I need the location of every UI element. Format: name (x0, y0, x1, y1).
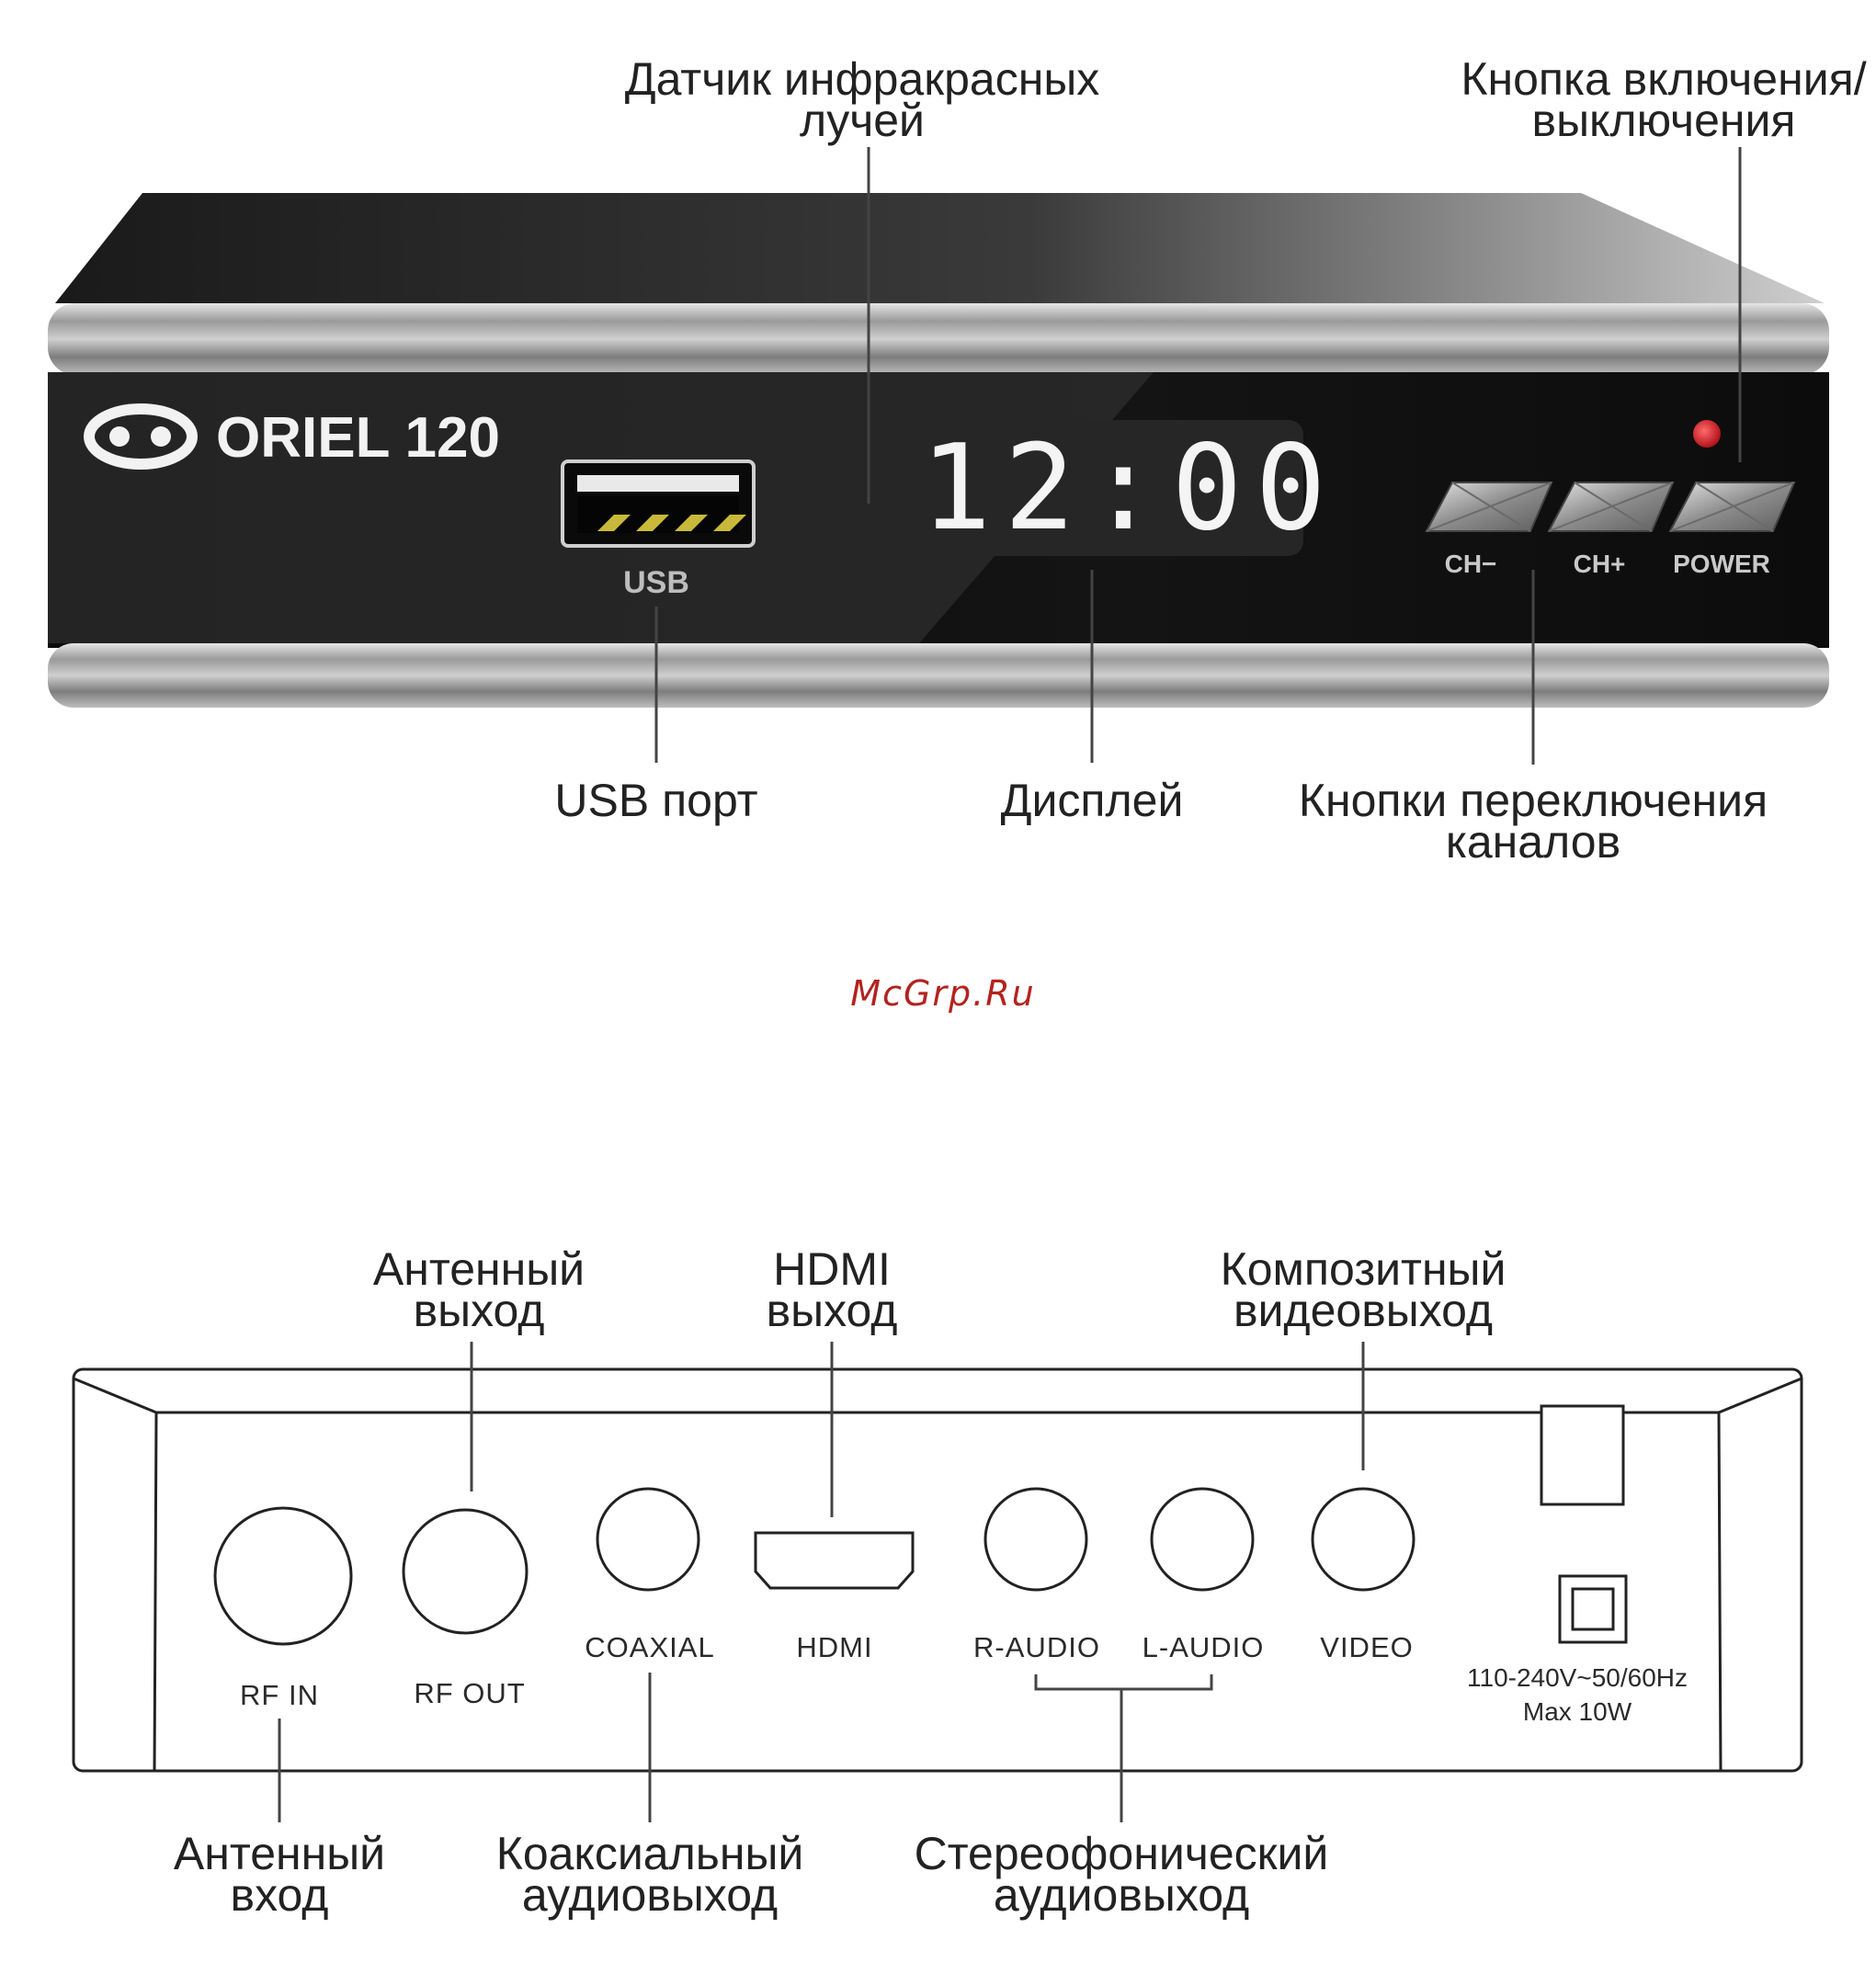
video-label: VIDEO (1320, 1631, 1413, 1663)
rear-panel-inner-lip (73, 1377, 1802, 1772)
callout-channel-buttons-line1: Кнопки переключения (1299, 775, 1768, 826)
power-label: POWER (1673, 550, 1770, 578)
rear-panel: RF IN RF OUT COAXIAL HDMI R-AUDIO L-AUDI… (72, 1367, 1803, 1773)
power-spec-line2: Max 10W (1523, 1697, 1632, 1726)
rf-in-label: RF IN (240, 1679, 319, 1711)
lower-silver-trim (48, 643, 1829, 708)
rear-panel-outline (72, 1367, 1803, 1773)
upper-silver-trim (48, 303, 1829, 375)
ch-plus-button[interactable] (1547, 482, 1675, 532)
power-spec-line1: 110-240V~50/60Hz (1467, 1663, 1688, 1692)
coaxial-port[interactable] (596, 1487, 700, 1592)
usb-port[interactable] (561, 459, 756, 548)
ch-minus-button[interactable] (1425, 482, 1553, 532)
callout-coaxial-audio-line2: аудиовыход (522, 1869, 778, 1921)
r-audio-port[interactable] (983, 1487, 1088, 1592)
rf-out-port[interactable] (402, 1508, 529, 1635)
logo-mark-icon (84, 403, 198, 470)
callout-channel-buttons-line2: каналов (1446, 816, 1620, 868)
front-panel: ORIEL 120 USB 12:00 (48, 193, 1829, 708)
callout-composite-video-line2: видеовыход (1234, 1285, 1493, 1336)
power-led-icon (1693, 420, 1721, 448)
ch-minus-label: CH− (1445, 550, 1497, 578)
display-time: 12:00 (920, 420, 1338, 557)
watermark-text: McGrp.Ru (850, 973, 1035, 1014)
video-port[interactable] (1311, 1487, 1416, 1592)
hdmi-port[interactable] (754, 1531, 915, 1590)
callout-usb-port: USB порт (554, 775, 757, 826)
coaxial-label: COAXIAL (585, 1631, 714, 1663)
device-top-surface (55, 193, 1825, 303)
rear-callouts: Антенный выход HDMI выход Композитный ви… (174, 1243, 1506, 1921)
power-inlet-inner (1571, 1587, 1615, 1631)
brand-logo: ORIEL 120 (84, 403, 500, 470)
r-audio-label: R-AUDIO (973, 1631, 1100, 1663)
led-display (956, 420, 1303, 556)
callout-composite-video-line1: Композитный (1221, 1243, 1506, 1295)
leader-stereo-audio (1034, 1674, 1213, 1822)
callout-ir-sensor-line2: лучей (800, 95, 925, 146)
l-audio-label: L-AUDIO (1143, 1631, 1265, 1663)
callout-antenna-in-line2: вход (231, 1869, 329, 1921)
power-button[interactable] (1668, 482, 1796, 532)
usb-label: USB (623, 565, 689, 600)
logo-text: ORIEL 120 (216, 406, 500, 470)
callout-power-line2: выключения (1532, 95, 1796, 146)
l-audio-port[interactable] (1150, 1487, 1255, 1592)
callout-antenna-out-line2: выход (414, 1285, 545, 1336)
callout-ir-sensor-line1: Датчик инфракрасных (625, 53, 1100, 105)
callout-antenna-in-line1: Антенный (174, 1828, 385, 1879)
callout-antenna-out-line1: Антенный (373, 1243, 585, 1295)
rf-in-port[interactable] (213, 1506, 353, 1646)
callout-hdmi-out-line1: HDMI (773, 1243, 891, 1295)
callout-display: Дисплей (1001, 775, 1184, 826)
ch-plus-label: CH+ (1574, 550, 1626, 578)
callout-stereo-audio-line2: аудиовыход (994, 1869, 1249, 1921)
hdmi-label: HDMI (796, 1631, 872, 1663)
callout-stereo-audio-line1: Стереофонический (915, 1828, 1329, 1879)
callout-hdmi-out-line2: выход (767, 1285, 898, 1336)
callout-power-line1: Кнопка включения/ (1461, 53, 1866, 105)
rf-out-label: RF OUT (414, 1677, 525, 1709)
front-callouts: Датчик инфракрасных лучей Кнопка включен… (554, 53, 1866, 868)
callout-coaxial-audio-line1: Коаксиальный (496, 1828, 804, 1879)
power-switch[interactable] (1540, 1404, 1625, 1506)
